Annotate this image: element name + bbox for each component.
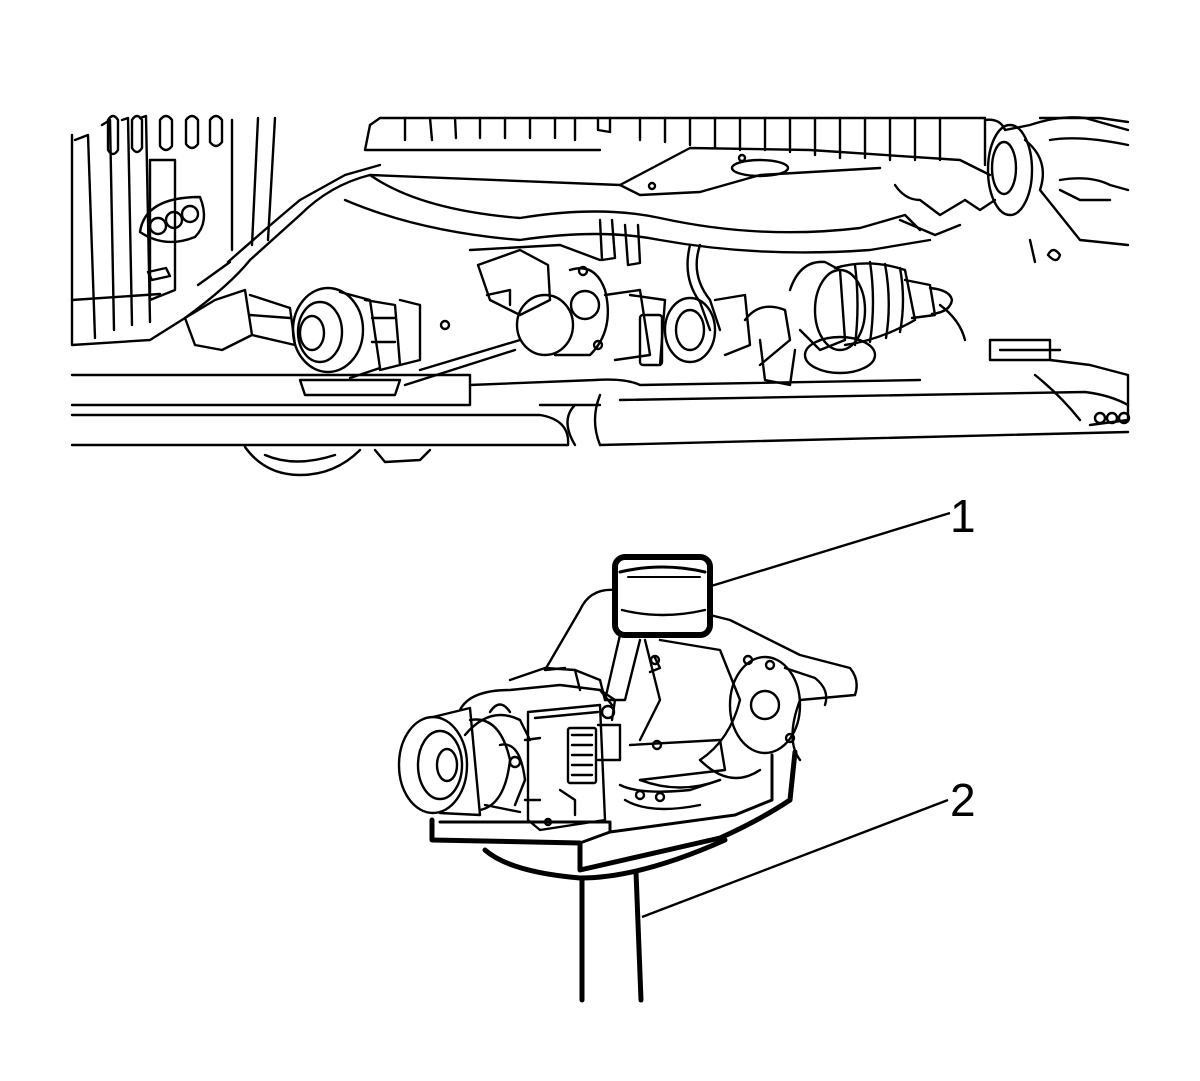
callout-leaders — [641, 511, 951, 919]
jack-post-right — [633, 869, 644, 1003]
front-mount-bushing — [612, 554, 713, 638]
differential-assembly — [397, 554, 858, 832]
vent-hoses — [618, 778, 722, 811]
callout-number-2: 2 — [950, 774, 976, 826]
differential-housing — [543, 588, 858, 789]
right-driveshaft — [788, 260, 967, 375]
floor-panel-left — [70, 114, 277, 347]
callout-number-1: 1 — [950, 490, 976, 542]
control-module — [523, 703, 622, 832]
left-driveshaft — [183, 286, 422, 380]
jack-table — [429, 749, 798, 873]
transmission-jack — [429, 749, 798, 1003]
input-flange — [397, 706, 512, 817]
right-knuckle — [963, 116, 1131, 427]
floor-pan-ribs — [363, 116, 987, 167]
leader-line-1 — [707, 511, 951, 589]
actuator-housing — [458, 666, 617, 814]
leader-line-2 — [641, 798, 949, 919]
vehicle-underbody — [70, 114, 1131, 477]
subframe-crossmember — [183, 146, 992, 320]
lower-rail — [70, 373, 1130, 477]
installed-differential — [403, 218, 797, 387]
